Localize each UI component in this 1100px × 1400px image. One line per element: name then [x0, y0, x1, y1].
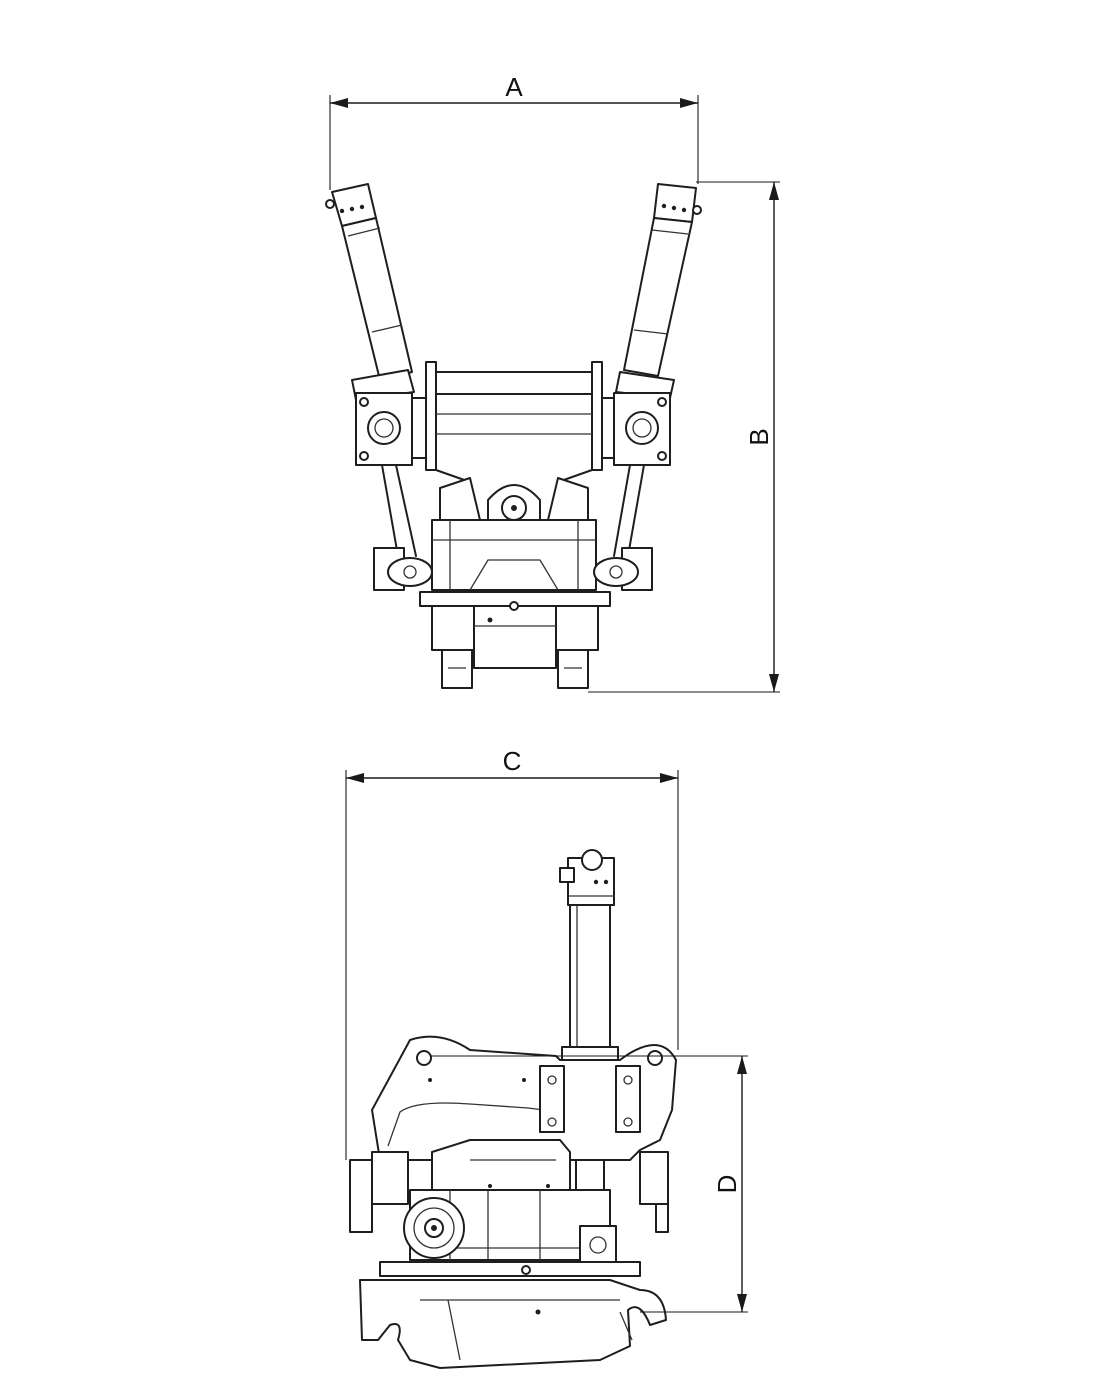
dimension-c: C [345, 746, 679, 1160]
side-view: C D [345, 746, 748, 1369]
coupler-foot [359, 1279, 667, 1369]
base-plate [379, 1261, 641, 1277]
dimension-d: D [430, 1055, 748, 1313]
lower-coupler [419, 591, 611, 689]
dimension-b: B [588, 181, 780, 693]
top-frame [425, 361, 603, 483]
right-swivel [599, 392, 671, 557]
dimension-a: A [329, 72, 699, 190]
dimension-c-label: C [503, 746, 522, 776]
front-view: A B [325, 72, 780, 693]
left-swivel [355, 392, 427, 557]
dimension-b-label: B [744, 428, 774, 445]
dimension-d-label: D [712, 1175, 742, 1194]
rotator-hub [403, 1197, 617, 1265]
dimension-a-label: A [505, 72, 523, 102]
side-plates [349, 1151, 669, 1233]
central-body [373, 477, 653, 591]
right-cylinder [615, 183, 702, 399]
upper-bracket [371, 1035, 677, 1161]
left-cylinder [325, 183, 415, 401]
